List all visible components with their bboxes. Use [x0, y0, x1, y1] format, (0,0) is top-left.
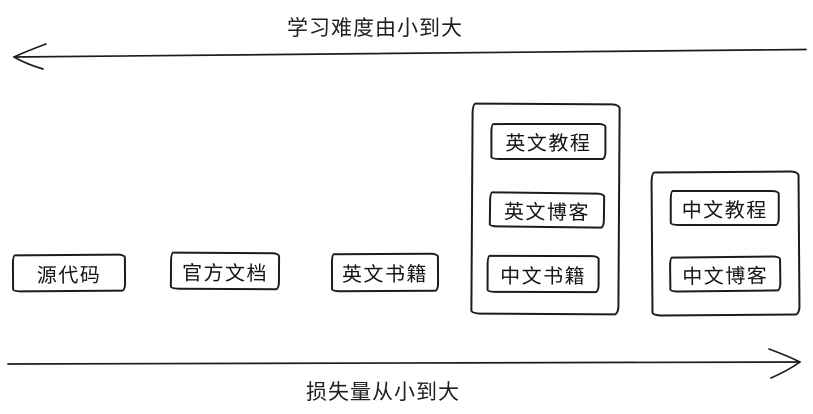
- node-source-code: 源代码: [11, 253, 127, 293]
- bottom-axis-label: 损失量从小到大: [306, 381, 460, 404]
- right-arrow-barb-bottom: [770, 361, 801, 379]
- right-arrow-barb-top: [768, 348, 801, 363]
- node-label: 英文书籍: [341, 263, 429, 287]
- left-arrow-barb-bottom: [13, 56, 44, 70]
- left-arrow-barb-top: [13, 43, 47, 58]
- node-chinese-books: 中文书籍: [486, 254, 600, 294]
- node-label: 中文教程: [681, 199, 768, 222]
- node-english-books: 英文书籍: [330, 252, 440, 293]
- node-label: 源代码: [36, 264, 102, 287]
- group-middle: 英文教程 英文博客 中文书籍: [470, 102, 621, 316]
- node-english-blog: 英文博客: [488, 191, 606, 229]
- node-label: 英文教程: [505, 132, 592, 156]
- left-arrow-shaft: [13, 48, 807, 58]
- node-label: 中文博客: [682, 265, 769, 288]
- node-label: 官方文档: [181, 262, 269, 285]
- node-official-docs: 官方文档: [169, 251, 281, 291]
- right-arrow-shaft: [7, 361, 799, 365]
- group-right: 中文教程 中文博客: [650, 170, 801, 317]
- left-arrow: [13, 43, 807, 70]
- node-chinese-tutorial: 中文教程: [669, 189, 780, 227]
- node-english-tutorial: 英文教程: [490, 122, 607, 161]
- node-label: 中文书籍: [500, 265, 587, 288]
- top-axis-label: 学习难度由小到大: [287, 17, 463, 40]
- node-label: 英文博客: [503, 200, 591, 225]
- node-chinese-blog: 中文博客: [669, 255, 782, 293]
